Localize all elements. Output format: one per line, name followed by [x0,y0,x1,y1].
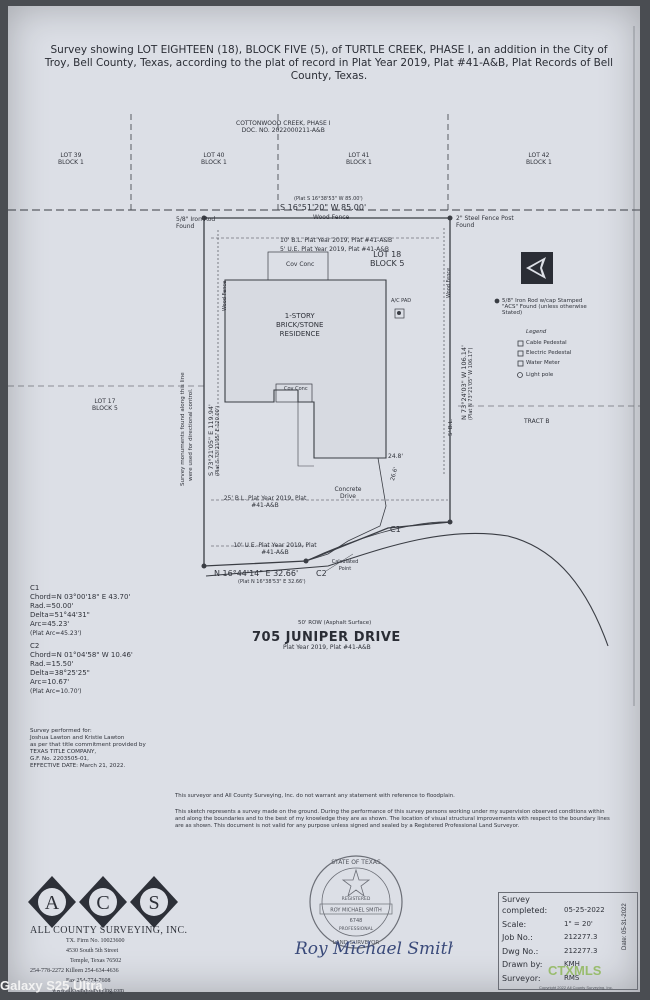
seal-professional: PROFESSIONAL [339,926,374,932]
monuments-note-2: were used for directional control. [188,388,194,481]
dim-24-8: 24.8' [388,453,404,460]
mls-watermark: CTXMLS [548,963,602,978]
c1-label: C1 [390,525,401,534]
svg-text:A: A [45,892,60,914]
seal-surveyor: LAND SURVEYOR [333,940,380,946]
south-plat-call: (Plat N 16°38'53" E 32.66') [238,579,306,585]
concrete-drive-label: Concrete Drive [334,486,362,500]
iron-rod-marker [201,215,207,221]
steel-post-label: 2" Steel Fence Post Found [456,215,514,229]
job-number: 212277.3 [564,933,598,941]
north-plat-call: (Plat S 16°38'53" W 85.00') [294,196,363,202]
completed-date: 05-25-2022 [564,906,605,914]
east-call: N 73°24'03" W 106.14' [460,345,468,420]
surveyor-initials: RMS [564,973,580,982]
certification-note: This sketch represents a survey made on … [175,809,610,829]
iron-rod-found-label: 5/8" Iron Rod Found [176,216,216,230]
ac-pad-label: A/C PAD [391,298,412,304]
svg-text:Roy Michael Smith: Roy Michael Smith [294,939,453,959]
residence-footprint [224,279,387,459]
east-plat-call: (Plat N 73°21'05" W 106.17') [468,347,474,420]
ue-5-label: 5' U.E. Plat Year 2019, Plat #41-A&B [280,246,390,253]
acs-logo: A C S [28,876,178,928]
south-call: N 16°44'14" E 32.66' [214,569,299,578]
legend-electric: Electric Pedestal [526,350,572,356]
tract-b-label: TRACT B [524,418,550,425]
curve-c1-table: C1 Chord=N 03°00'18" E 43.70' Rad.=50.00… [30,584,131,637]
copyright: Copyright 2022 All County Surveying, Inc… [539,985,613,990]
survey-title: Survey showing LOT EIGHTEEN (18), BLOCK … [44,44,614,82]
row-label: 50' ROW (Asphalt Surface) [298,620,372,626]
street-address: 705 JUNIPER DRIVE [252,630,401,645]
concrete-drive [305,457,387,562]
wood-fence-east: Wood Fence [446,267,452,298]
device-watermark: Galaxy S25 Ultra [0,978,103,993]
survey-sheet: Survey showing LOT EIGHTEEN (18), BLOCK … [8,6,640,994]
monuments-note-1: Survey monuments found along this line [180,372,186,486]
seal-state: STATE OF TEXAS [331,859,381,866]
wood-fence-west: Wood Fence [222,280,228,311]
cov-conc-label: Cov Conc [284,386,308,392]
performed-for-block: Survey performed for: Joshua Lawton and … [30,728,146,769]
plat-drawing [8,26,640,706]
c2-label: C2 [316,569,327,578]
svg-text:S: S [148,892,159,914]
vertical-date: Date: 05-31-2022 [622,903,628,950]
bl-10-label: 10' B.L. Plat Year 2019, Plat #41-A&B [280,237,393,244]
street-plat: Plat Year 2019, Plat #41-A&B [283,644,371,651]
svg-text:C: C [96,892,109,914]
legend-water: Water Meter [526,360,560,366]
drawn-by: KMH [564,960,580,968]
street-curve [205,532,609,647]
covered-concrete-top [267,251,329,281]
north-call: S 16°51'20" W 85.00' [280,203,367,212]
company-info: ALL COUNTY SURVEYING, INC. TX. Firm No. … [30,925,188,995]
seal-number: 6748 [350,918,363,924]
north-arrow-icon [521,252,553,284]
ue-10-label: 10' U.E. Plat Year 2019, Plat #41-A&B [233,542,317,556]
west-plat-call: (Plat S 73°21'05" E 120.00') [215,405,221,476]
west-call: S 73°21'05" E 119.94' [207,404,215,476]
surveyor-seal: STATE OF TEXAS REGISTERED ROY MICHAEL SM… [309,855,403,949]
scale-value: 1" = 20' [564,919,593,928]
legend-light: Light pole [526,372,554,378]
calc-point-label: Calculated Point [331,559,359,572]
legend-cable: Cable Pedestal [526,340,567,346]
garage-top-label: Cov Conc [286,261,315,268]
floodplain-note: This surveyor and All County Surveying, … [175,793,455,799]
curve-c2-table: C2 Chord=N 01°04'58" W 10.46' Rad.=15.50… [30,642,133,695]
seal-registered: REGISTERED [342,896,371,902]
wood-fence-label: Wood Fence [313,214,350,221]
bl-5-east: 5' B.L. [448,418,454,436]
seal-name: ROY MICHAEL SMITH [330,908,382,914]
surveyor-signature: Roy Michael Smith [294,939,453,959]
legend-title: Legend [526,329,547,335]
legend-iron-rod: 5/8" Iron Rod w/cap Stamped "ACS" Found … [502,298,587,316]
dwg-number: 212277.3 [564,946,598,955]
title-block: Survey completed:05-25-2022 Scale:1" = 2… [498,892,638,990]
bl-25-label: 25' B.L. Plat Year 2019, Plat #41-A&B [223,495,307,509]
